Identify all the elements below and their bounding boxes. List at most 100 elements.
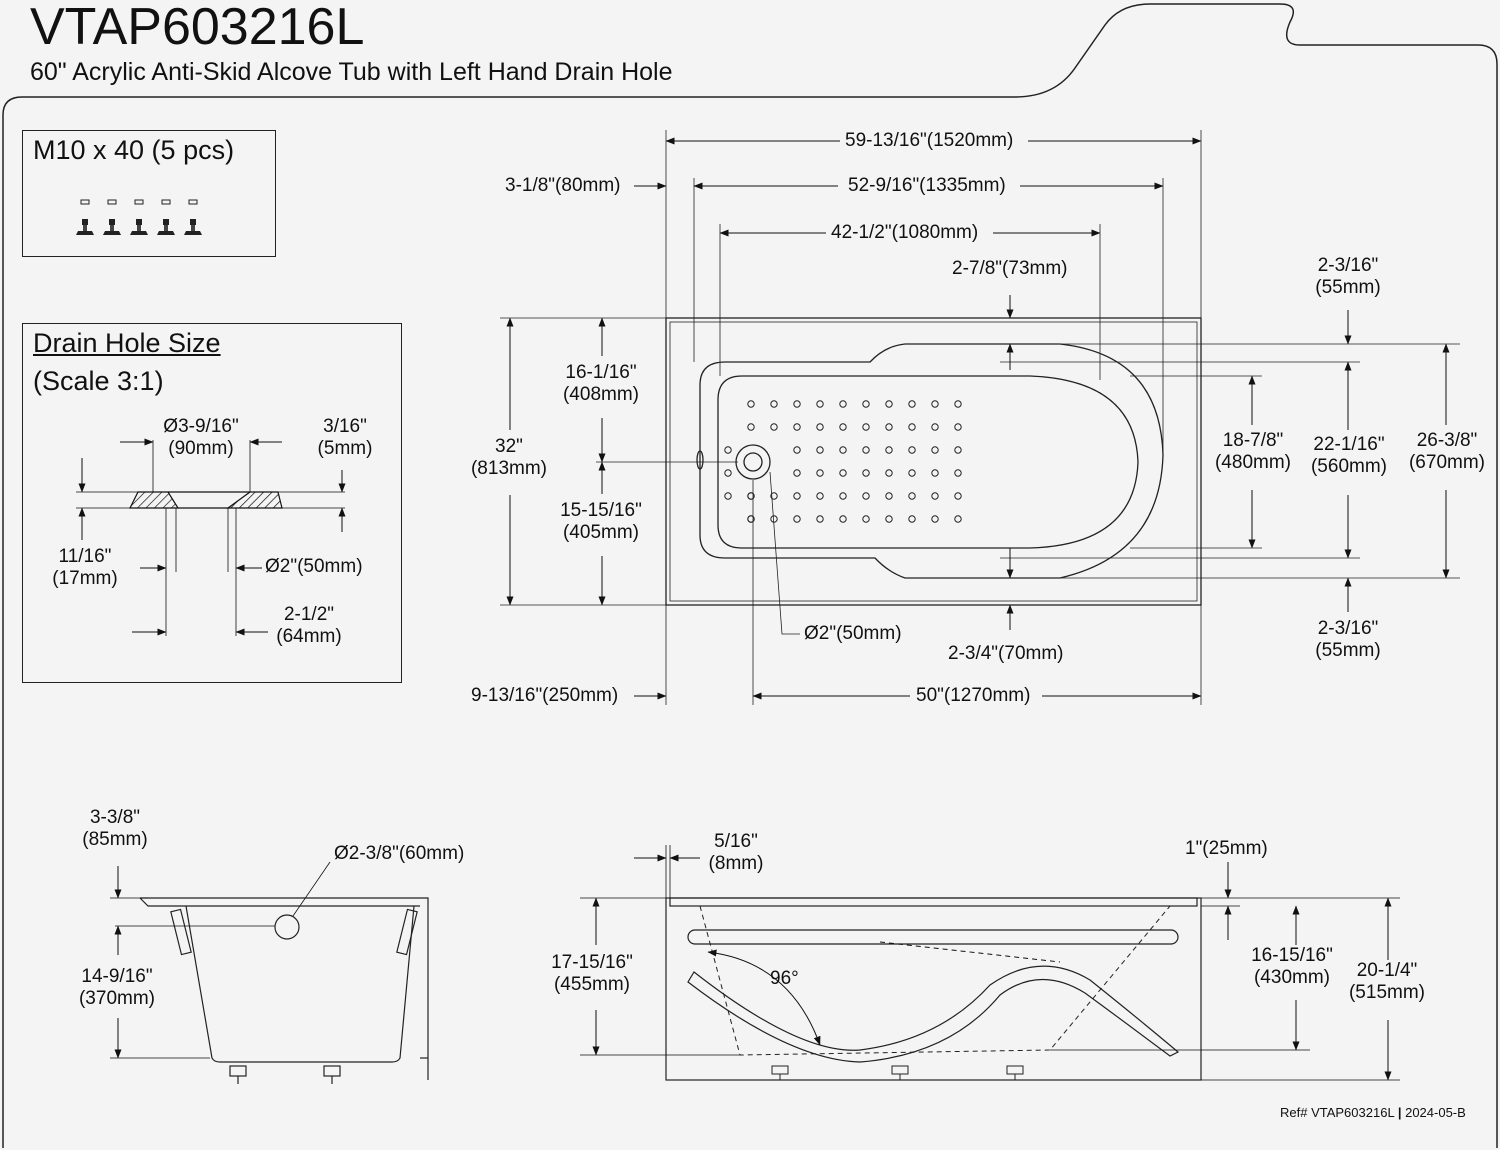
skid-dot xyxy=(724,492,732,500)
skid-dot xyxy=(839,446,847,454)
skid-dot xyxy=(931,423,939,431)
drain-inner-dia: Ø2"(50mm) xyxy=(265,556,363,577)
skid-dot xyxy=(770,423,778,431)
skid-dot xyxy=(816,446,824,454)
overflow-circle xyxy=(274,914,300,940)
title-frame xyxy=(2,3,1498,1148)
skid-dot xyxy=(885,446,893,454)
skid-dot xyxy=(747,400,755,408)
adjustable-foot xyxy=(771,1065,789,1080)
top-view-dimension-lines xyxy=(506,137,1450,700)
skid-dot xyxy=(931,469,939,477)
skid-dot xyxy=(954,446,962,454)
dim-upper-half: 16-1/16"(408mm) xyxy=(562,362,639,405)
hardware-label: M10 x 40 (5 pcs) xyxy=(33,135,235,165)
skid-dot xyxy=(908,469,916,477)
skid-dot xyxy=(908,400,916,408)
skid-dot xyxy=(816,492,824,500)
drain-flange-right xyxy=(226,491,283,509)
skid-dot xyxy=(908,492,916,500)
skid-dot xyxy=(816,515,824,523)
skid-dot xyxy=(793,492,801,500)
skid-dot xyxy=(931,400,939,408)
skid-dot xyxy=(862,400,870,408)
skid-dot xyxy=(885,515,893,523)
skid-dot xyxy=(793,423,801,431)
skid-dot xyxy=(954,400,962,408)
footer-sep: | xyxy=(1397,1105,1402,1120)
skid-dot xyxy=(747,515,755,523)
dim-mid-width: 22-1/16"(560mm) xyxy=(1310,434,1387,477)
hardware-box: M10 x 40 (5 pcs) xyxy=(22,130,276,257)
bolt-icon xyxy=(130,199,148,235)
side-view-dimension-lines xyxy=(580,845,1400,1081)
skid-dot xyxy=(885,492,893,500)
skid-dot xyxy=(885,469,893,477)
bolt-icon xyxy=(103,199,121,235)
dim-right-top: 2-3/16"(55mm) xyxy=(1315,255,1381,298)
skid-dot xyxy=(816,400,824,408)
skid-dot xyxy=(839,400,847,408)
skid-dot xyxy=(862,515,870,523)
skid-dot xyxy=(839,492,847,500)
skid-dot xyxy=(862,492,870,500)
skid-dot xyxy=(793,515,801,523)
overflow-hole xyxy=(696,450,704,470)
dim-lower-half: 15-15/16"(405mm) xyxy=(560,500,642,543)
side-view xyxy=(665,897,1202,1081)
tub-floor-outline xyxy=(717,375,1139,549)
end-view xyxy=(139,897,429,1084)
skid-dot xyxy=(839,423,847,431)
bolt-icon xyxy=(157,199,175,235)
dim-end-rim: 3-3/8"(85mm) xyxy=(82,807,148,850)
dim-angle: 96° xyxy=(770,968,799,989)
dim-rim-offset: 3-1/8"(80mm) xyxy=(505,175,621,196)
skid-dot xyxy=(931,515,939,523)
drain-depth: 11/16"(17mm) xyxy=(52,546,118,589)
skid-dot xyxy=(724,469,732,477)
skid-dot xyxy=(816,469,824,477)
dim-lip: 5/16"(8mm) xyxy=(708,831,764,874)
skid-dot xyxy=(885,423,893,431)
dim-rim-back: 2-7/8"(73mm) xyxy=(952,258,1068,279)
footer-date: 2024-05-B xyxy=(1405,1105,1466,1120)
bolt-icon xyxy=(184,199,202,235)
side-view-backrest-curve xyxy=(687,965,1180,1063)
side-view-inner-dash xyxy=(699,905,1171,1056)
model-number: VTAP603216L xyxy=(30,0,365,56)
skid-dot xyxy=(954,423,962,431)
side-view-armrest xyxy=(687,929,1179,945)
bolt-icon xyxy=(76,199,94,235)
dim-rim-front: 2-3/4"(70mm) xyxy=(948,643,1064,664)
skid-dot xyxy=(747,423,755,431)
end-view-dimension-lines xyxy=(110,861,331,1059)
skid-dot xyxy=(954,515,962,523)
skid-dot xyxy=(793,400,801,408)
end-view-rim xyxy=(139,897,429,1080)
dim-floor-length: 42-1/2"(1080mm) xyxy=(831,222,979,243)
skid-dot xyxy=(885,400,893,408)
skid-dot xyxy=(931,492,939,500)
skid-dot xyxy=(770,400,778,408)
dim-end-depth: 14-9/16"(370mm) xyxy=(78,966,155,1009)
side-view-outline xyxy=(665,897,1202,1081)
skid-dot xyxy=(839,515,847,523)
skid-dot xyxy=(862,423,870,431)
dim-floor-width: 18-7/8"(480mm) xyxy=(1214,430,1291,473)
skid-dot xyxy=(816,423,824,431)
drain-ring-inner xyxy=(743,452,763,472)
drain-box-scale: (Scale 3:1) xyxy=(33,366,164,396)
dim-side-height: 17-15/16"(455mm) xyxy=(551,952,633,995)
adjustable-foot xyxy=(1006,1065,1024,1080)
skid-dot xyxy=(908,446,916,454)
drain-thickness: 3/16"(5mm) xyxy=(317,416,373,459)
dim-right-bottom: 2-3/16"(55mm) xyxy=(1315,618,1381,661)
drain-outer: 2-1/2"(64mm) xyxy=(276,604,342,647)
dim-inner-length: 52-9/16"(1335mm) xyxy=(848,175,1006,196)
drain-box-title: Drain Hole Size xyxy=(33,328,221,358)
dim-drain-to-end: 50"(1270mm) xyxy=(916,685,1031,706)
drain-detail-drawing xyxy=(76,438,346,636)
dim-top-rim: 1"(25mm) xyxy=(1185,838,1268,859)
top-view xyxy=(500,130,1460,705)
